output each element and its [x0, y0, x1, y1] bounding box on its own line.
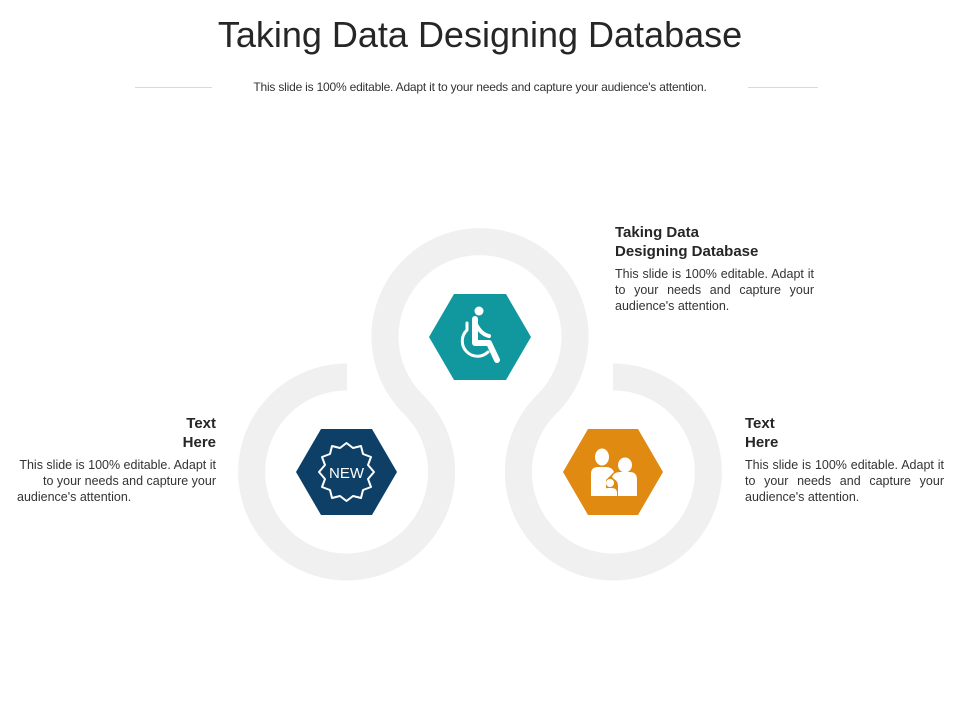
heading-right-line1: Text [745, 415, 775, 432]
text-block-top: Taking Data Designing Database This slid… [615, 223, 814, 314]
hexagon-right [563, 429, 663, 515]
heading-left: Text Here [17, 414, 216, 452]
wheelchair-icon [460, 306, 500, 363]
slide-title: Taking Data Designing Database [217, 14, 743, 55]
family-icon [591, 448, 637, 496]
divider-left [135, 87, 212, 88]
subtitle-row: This slide is 100% editable. Adapt it to… [0, 80, 960, 96]
heading-top-line1: Taking Data [615, 224, 699, 241]
hexagon-top [429, 294, 531, 380]
heading-left-line2: Here [182, 434, 216, 451]
heading-left-line1: Text [186, 415, 216, 432]
heading-right-line2: Here [745, 434, 779, 451]
heading-top: Taking Data Designing Database [615, 223, 814, 261]
heading-top-line2: Designing Database [615, 243, 759, 260]
slide-subtitle: This slide is 100% editable. Adapt it to… [253, 80, 707, 94]
divider-right [748, 87, 818, 88]
body-left: This slide is 100% editable. Adapt it to… [17, 458, 216, 504]
body-right: This slide is 100% editable. Adapt it to… [745, 458, 944, 504]
body-top: This slide is 100% editable. Adapt it to… [615, 267, 814, 313]
new-badge-icon: NEW [318, 442, 375, 502]
new-badge-text: NEW [329, 465, 365, 482]
text-block-left: Text Here This slide is 100% editable. A… [17, 414, 216, 505]
text-block-right: Text Here This slide is 100% editable. A… [745, 414, 944, 505]
connector-ring [238, 228, 722, 581]
heading-right: Text Here [745, 414, 944, 452]
hexagon-left: NEW [296, 429, 397, 515]
